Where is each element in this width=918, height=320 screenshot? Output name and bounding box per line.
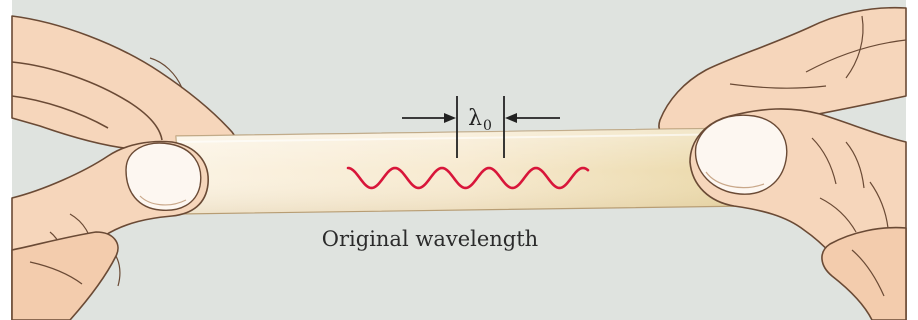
diagram-caption: Original wavelength xyxy=(321,227,539,251)
wavelength-label: λ0 xyxy=(463,106,497,134)
right-lower-fingers xyxy=(821,226,907,320)
left-hand-back xyxy=(11,15,237,151)
left-thumb xyxy=(11,140,209,320)
stretched-band xyxy=(175,127,751,215)
right-hand-back xyxy=(658,6,907,138)
light-wave xyxy=(346,166,590,190)
wavelength-subscript: 0 xyxy=(483,118,492,134)
wavelength-symbol: λ xyxy=(468,106,483,131)
wavelength-marker xyxy=(402,96,560,158)
arrow-right-head xyxy=(505,113,517,123)
left-lower-fingers xyxy=(11,231,119,320)
arrow-left-head xyxy=(444,113,456,123)
